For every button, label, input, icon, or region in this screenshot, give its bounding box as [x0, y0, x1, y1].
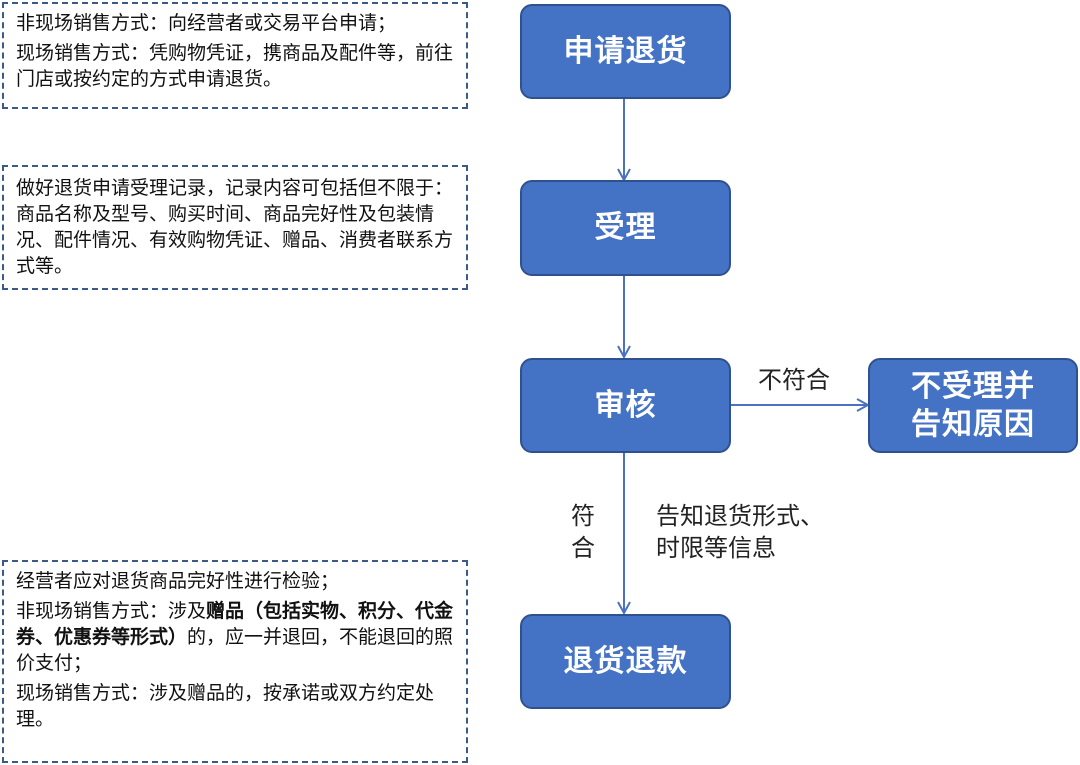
step-review: 审核 [520, 358, 731, 453]
note-inspect-line2-prefix: 非现场销售方式：涉及 [16, 600, 207, 622]
note-apply: 非现场销售方式：向经营者或交易平台申请； 现场销售方式：凭购物凭证，携商品及配件… [2, 2, 468, 109]
note-accept: 做好退货申请受理记录，记录内容可包括但不限于：商品名称及型号、购买时间、商品完好… [2, 165, 468, 290]
note-inspect-line2: 非现场销售方式：涉及赠品（包括实物、积分、代金券、优惠券等形式）的，应一并退回，… [16, 598, 456, 676]
note-accept-line1: 做好退货申请受理记录，记录内容可包括但不限于：商品名称及型号、购买时间、商品完好… [16, 177, 454, 277]
step-apply-return: 申请退货 [520, 4, 731, 99]
note-inspect: 经营者应对退货商品完好性进行检验； 非现场销售方式：涉及赠品（包括实物、积分、代… [2, 560, 468, 763]
note-inspect-gift-emphasis: 赠品（包括实物、积分、代金券、优惠券等形式） [16, 600, 454, 648]
label-not-match: 不符合 [758, 366, 830, 394]
step-refund: 退货退款 [520, 614, 731, 709]
step-reject-label-line1: 不受理并 [911, 368, 1035, 404]
step-apply-return-label: 申请退货 [563, 33, 688, 69]
label-match-char2: 合 [571, 534, 595, 562]
step-review-label: 审核 [594, 387, 657, 423]
note-inspect-line2-suffix: 的，应一并退回，不能退回的照价支付； [16, 626, 454, 674]
label-match: 符 合 [570, 500, 596, 564]
step-accept-label: 受理 [594, 210, 657, 245]
label-inform: 告知退货形式、 时限等信息 [656, 500, 824, 564]
note-apply-line2: 现场销售方式：凭购物凭证，携商品及配件等，前往门店或按约定的方式申请退货。 [16, 42, 454, 90]
label-match-char1: 符 [571, 502, 595, 530]
step-accept: 受理 [520, 180, 731, 276]
label-inform-line2: 时限等信息 [656, 534, 776, 562]
note-apply-line1: 非现场销售方式：向经营者或交易平台申请； [16, 12, 397, 34]
note-inspect-line3: 现场销售方式：涉及赠品的，按承诺或双方约定处理。 [16, 682, 435, 730]
label-inform-line1: 告知退货形式、 [656, 502, 824, 530]
note-inspect-line1: 经营者应对退货商品完好性进行检验； [16, 570, 340, 592]
step-reject-label-line2: 告知原因 [911, 406, 1035, 442]
step-reject: 不受理并 告知原因 [868, 358, 1078, 453]
step-refund-label: 退货退款 [563, 643, 688, 679]
